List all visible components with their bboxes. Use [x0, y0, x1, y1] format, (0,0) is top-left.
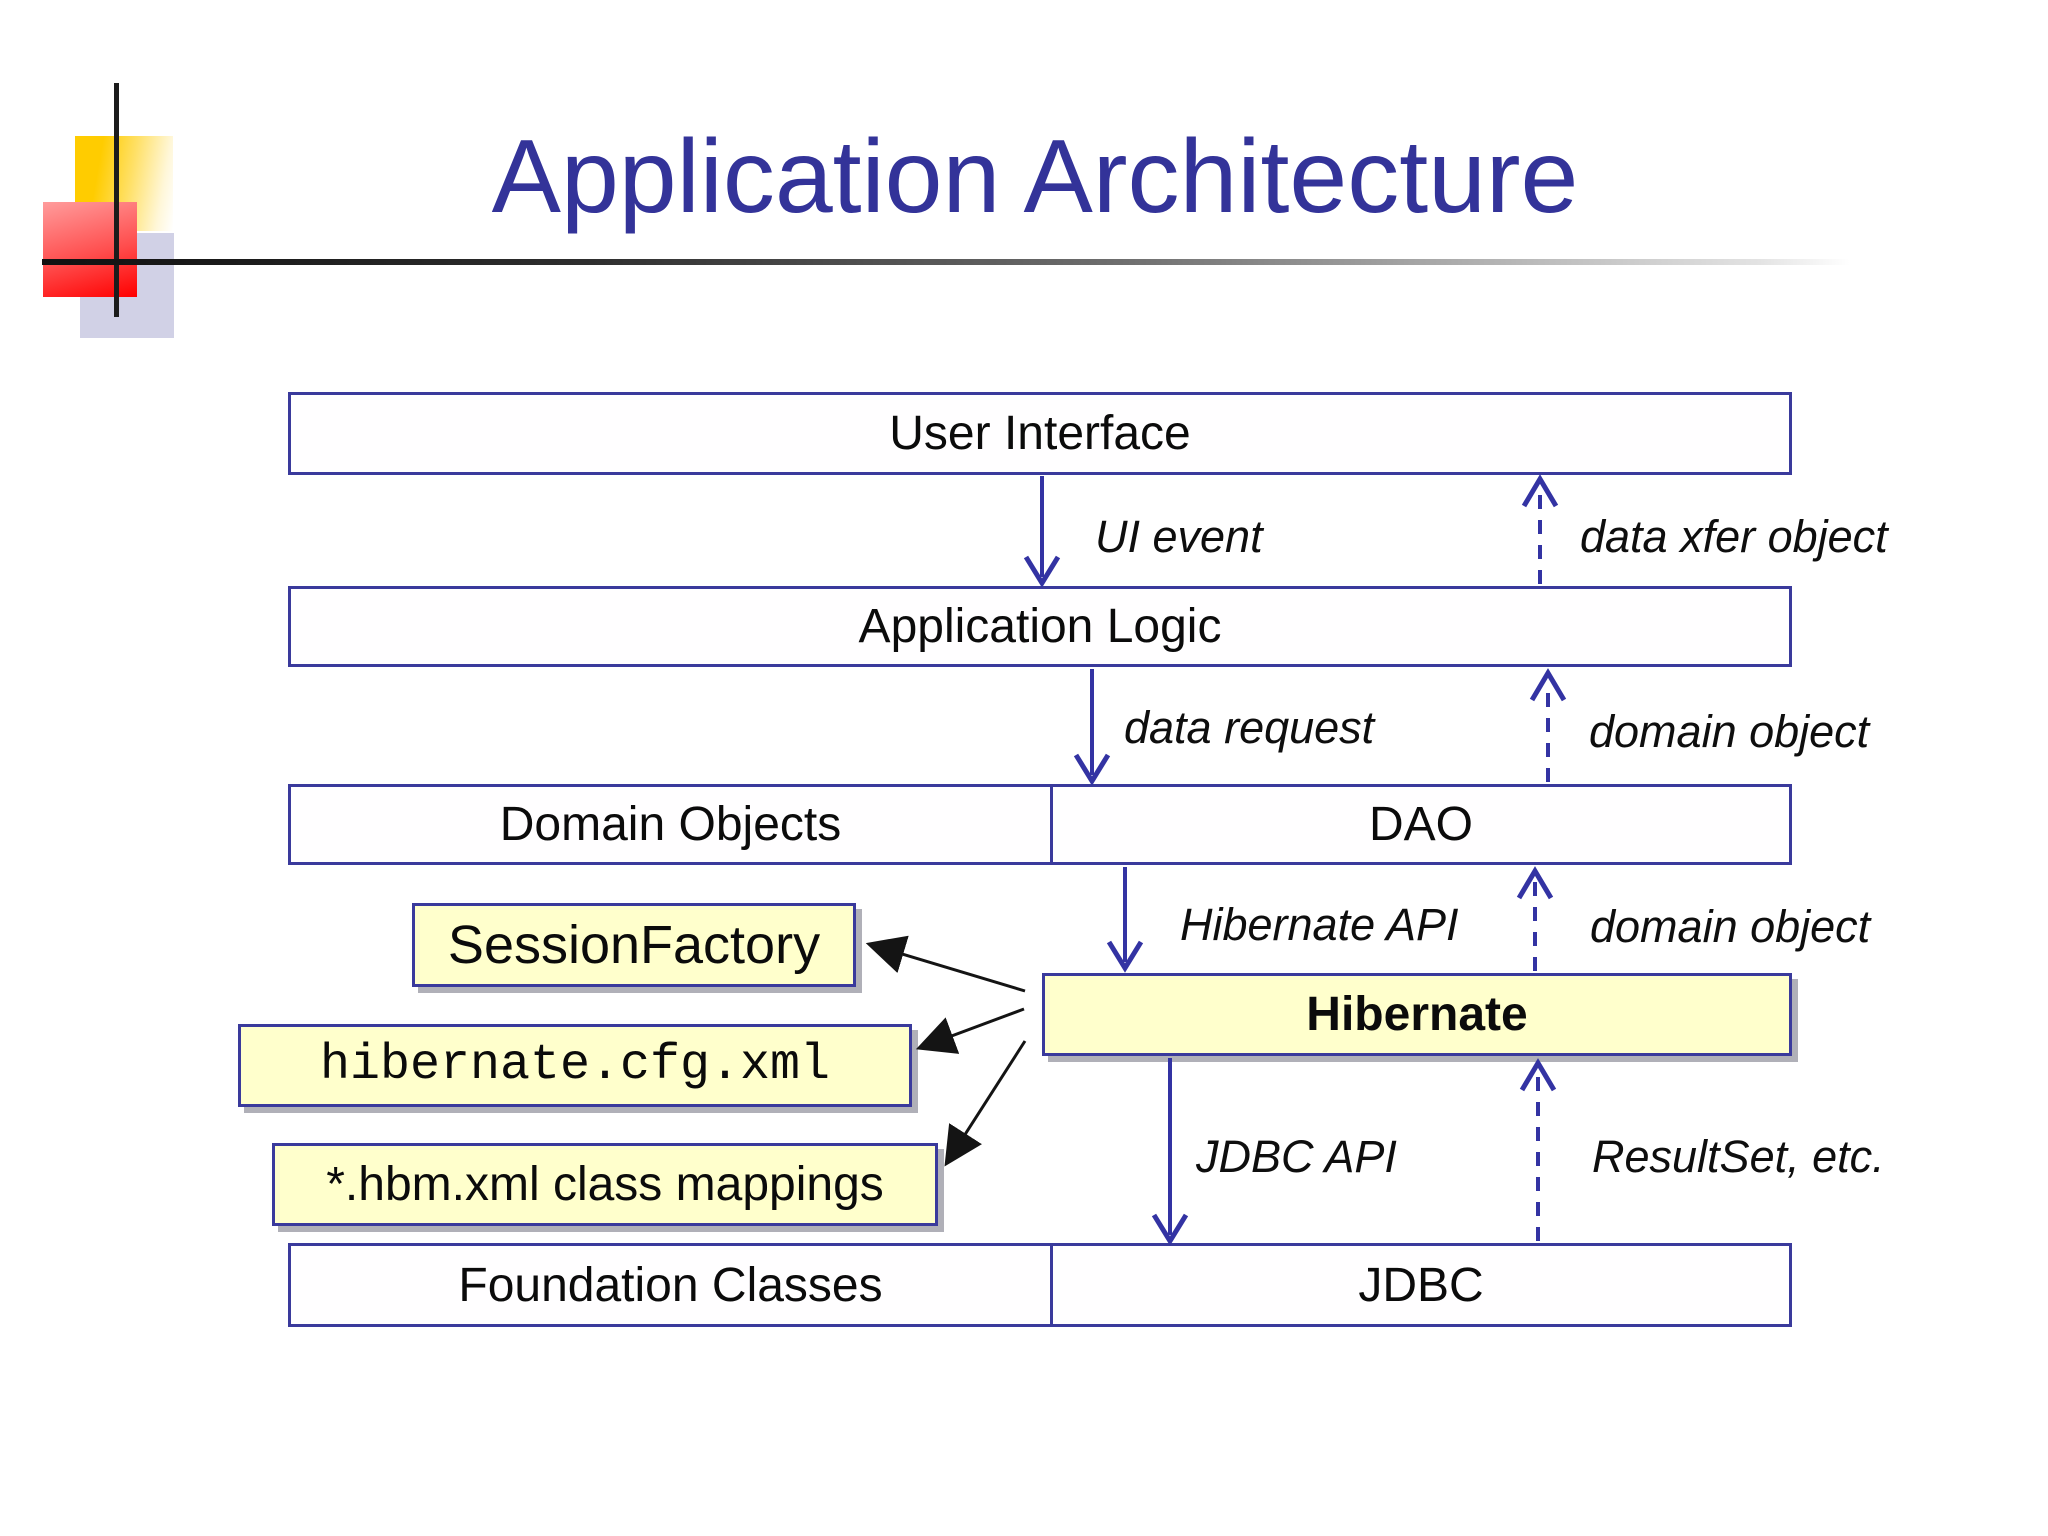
layer-label-domain-objects: Domain Objects — [499, 798, 842, 851]
layer-box-dao: DAO — [1050, 784, 1792, 865]
config-box-hibernate-cfg-xml: hibernate.cfg.xml — [238, 1024, 912, 1107]
flow-label-data-request: data request — [1124, 702, 1375, 753]
config-label-hbm-class-mappings: *.hbm.xml class mappings — [326, 1158, 884, 1211]
config-box-session-factory: SessionFactory — [412, 903, 856, 987]
flow-label-ui-event: UI event — [1095, 511, 1263, 562]
flow-label-hibernate-api: Hibernate API — [1180, 899, 1459, 950]
layer-label-dao: DAO — [1368, 798, 1473, 851]
config-label-hibernate-cfg-xml: hibernate.cfg.xml — [319, 1037, 831, 1094]
arrow-hibernate-to-hbm-mappings — [944, 1040, 1027, 1167]
arrow-hibernate-to-cfg-xml — [915, 1007, 1025, 1054]
decoration-vertical-line — [114, 83, 119, 317]
arrow-up-resultset — [1519, 1058, 1557, 1241]
flow-label-data-xfer-object: data xfer object — [1580, 511, 1888, 562]
layer-box-application-logic: Application Logic — [288, 586, 1792, 667]
flow-label-domain-object-upper: domain object — [1589, 706, 1870, 757]
page-title: Application Architecture — [491, 119, 1579, 235]
config-box-hbm-class-mappings: *.hbm.xml class mappings — [272, 1143, 938, 1226]
layer-label-jdbc: JDBC — [1358, 1258, 1484, 1312]
layer-label-user-interface: User Interface — [889, 407, 1191, 460]
arrow-down-data-request — [1073, 669, 1111, 786]
arrow-down-jdbc-api — [1151, 1058, 1189, 1246]
arrow-up-domain-object-lower — [1516, 866, 1554, 971]
arrow-hibernate-to-session-factory — [865, 935, 1026, 993]
flow-label-domain-object-lower: domain object — [1590, 901, 1871, 952]
arrow-up-data-xfer-object — [1521, 474, 1559, 584]
layer-box-jdbc: JDBC — [1050, 1243, 1792, 1327]
layer-label-application-logic: Application Logic — [858, 600, 1222, 653]
layer-box-foundation-classes: Foundation Classes — [288, 1243, 1053, 1327]
arrow-down-hibernate-api — [1106, 867, 1144, 973]
config-label-session-factory: SessionFactory — [447, 915, 821, 975]
layer-box-domain-objects: Domain Objects — [288, 784, 1053, 865]
decoration-red-square — [43, 202, 137, 297]
layer-label-foundation-classes: Foundation Classes — [458, 1258, 883, 1312]
layer-box-user-interface: User Interface — [288, 392, 1792, 475]
title-underline-rule — [42, 259, 1850, 265]
flow-label-resultset-etc: ResultSet, etc. — [1592, 1131, 1885, 1182]
arrow-up-domain-object-upper — [1529, 668, 1567, 782]
flow-label-jdbc-api: JDBC API — [1196, 1131, 1397, 1182]
arrow-down-ui-event — [1023, 476, 1061, 588]
layer-label-hibernate: Hibernate — [1306, 988, 1528, 1041]
layer-box-hibernate: Hibernate — [1042, 973, 1792, 1056]
